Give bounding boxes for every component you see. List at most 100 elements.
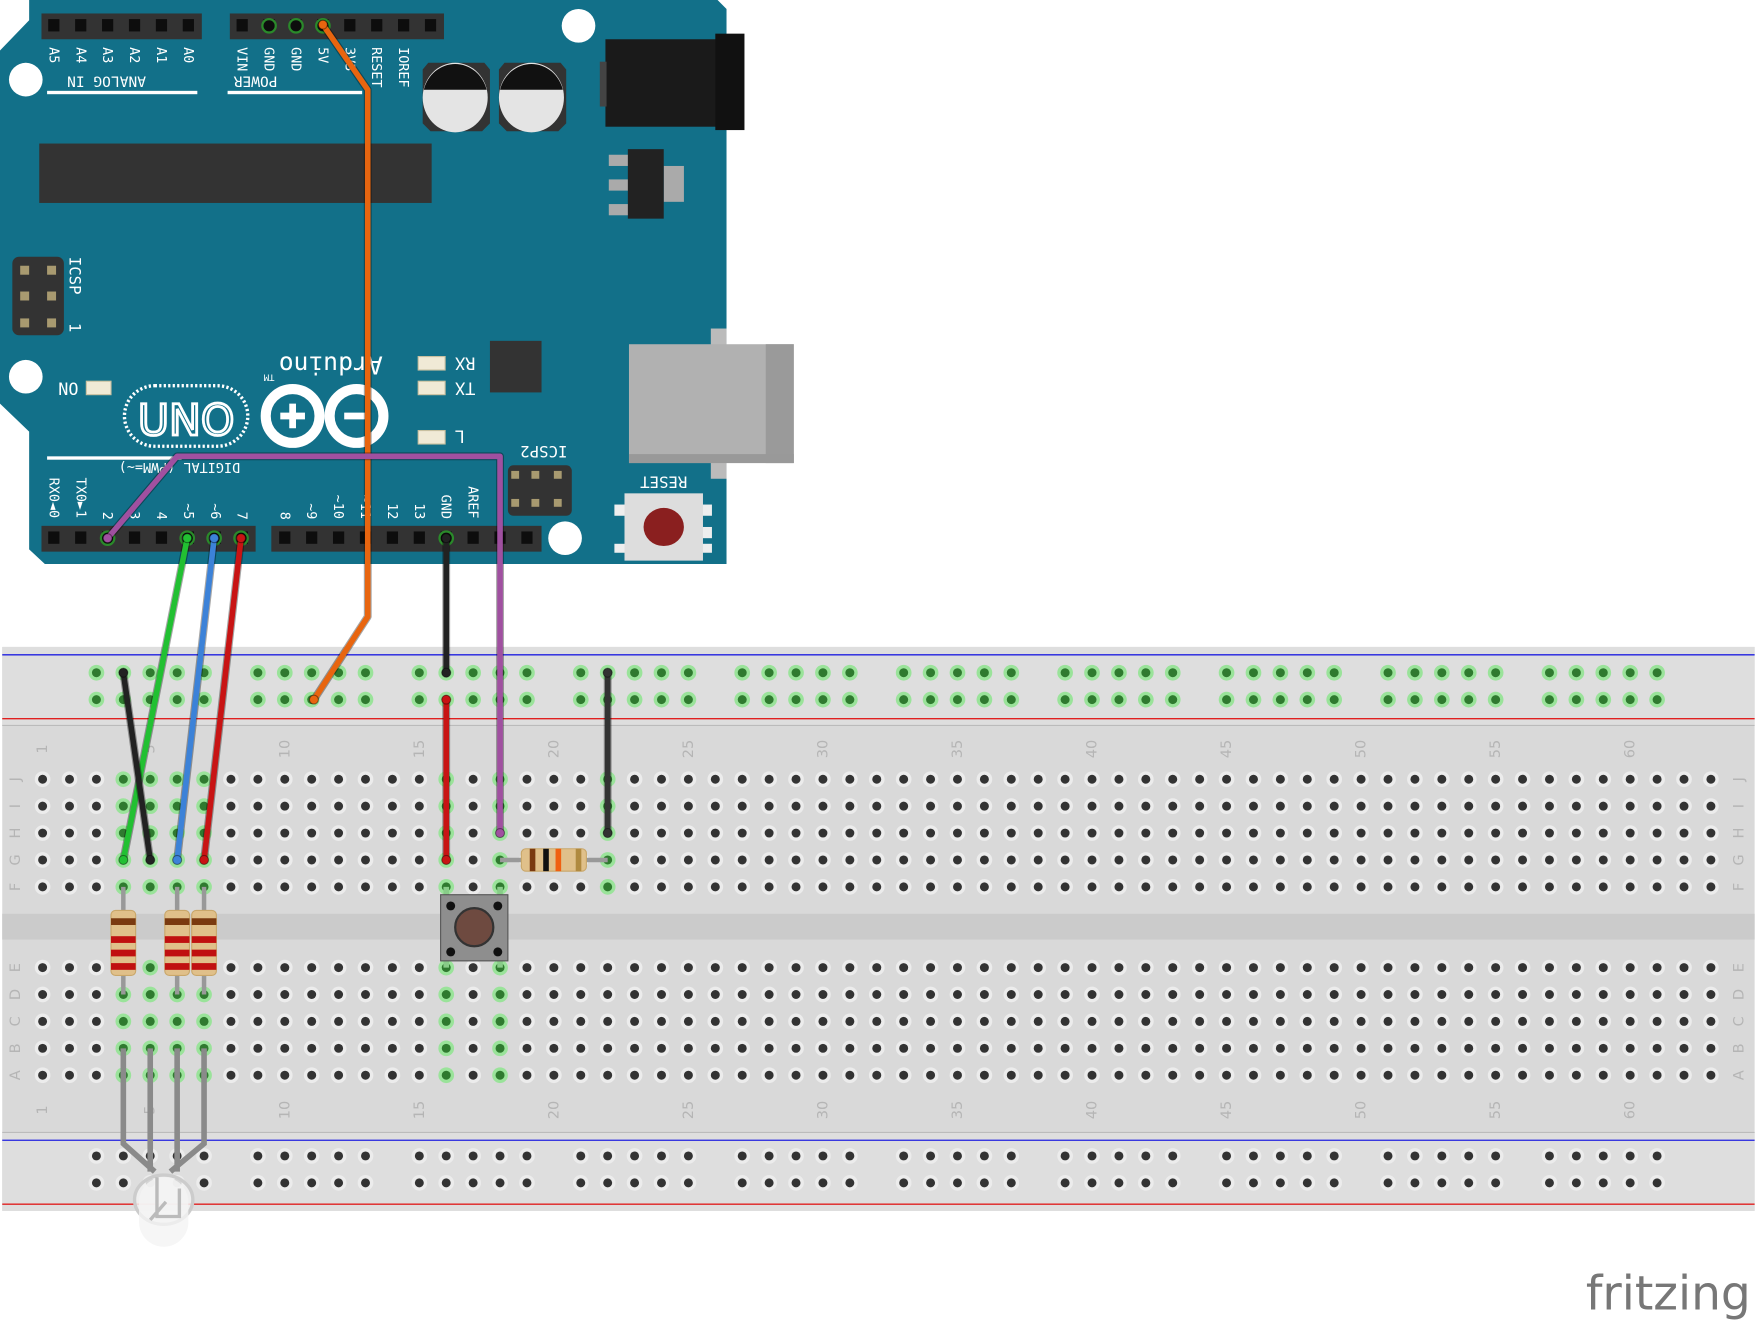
header-pin[interactable] [306, 531, 318, 544]
breadboard-hole-center [979, 1016, 989, 1026]
header-pin[interactable] [398, 19, 410, 32]
breadboard-hole-center [1033, 1016, 1043, 1026]
breadboard-hole-center [118, 774, 128, 784]
wire-pin5[interactable] [118, 533, 193, 866]
breadboard-hole-center [1410, 801, 1420, 811]
breadboard-hole-center [1302, 801, 1312, 811]
breadboard-hole-center [1329, 963, 1339, 973]
header-pin[interactable] [48, 19, 60, 32]
breadboard-hole-center [926, 963, 936, 973]
resistor[interactable] [164, 886, 191, 995]
wire-end[interactable] [317, 19, 328, 30]
breadboard-hole-center [522, 1016, 532, 1026]
header-pin[interactable] [155, 19, 168, 32]
header-pin[interactable] [371, 19, 383, 32]
wire-end[interactable] [494, 828, 506, 839]
push-button[interactable] [440, 886, 509, 968]
header-pin[interactable] [413, 531, 425, 544]
wire-end[interactable] [602, 667, 613, 678]
wire-end[interactable] [441, 667, 452, 678]
breadboard-hole-center [818, 990, 828, 999]
header-pin[interactable] [467, 531, 479, 544]
breadboard-hole-center [334, 882, 344, 892]
usb-b-port[interactable] [628, 328, 794, 479]
breadboard-hole-center [1060, 990, 1070, 999]
breadboard-hole-center [1302, 695, 1312, 705]
wire-end[interactable] [145, 854, 156, 866]
breadboard-hole-center [1652, 828, 1662, 838]
wire-pin2-to-button[interactable] [102, 452, 506, 839]
header-pin[interactable] [344, 19, 356, 32]
breadboard-hole-center [710, 774, 720, 784]
wire-pin6[interactable] [172, 533, 220, 866]
breadboard-hole-center [1222, 1016, 1232, 1026]
header-pin[interactable] [128, 19, 141, 32]
header-pin[interactable] [236, 19, 248, 32]
breadboard-hole-center [468, 695, 478, 705]
wire-end[interactable] [236, 533, 247, 544]
breadboard-hole-center [1625, 774, 1635, 784]
header-pin[interactable] [521, 531, 533, 544]
header-pin[interactable] [48, 531, 60, 544]
wire-rail-to-led-common[interactable] [118, 667, 156, 866]
header-pin[interactable] [75, 531, 87, 544]
breadboard-hole-center [952, 963, 962, 973]
breadboard-hole-center [683, 1016, 693, 1026]
resistor-band [164, 918, 190, 925]
header-pin[interactable] [75, 19, 87, 32]
breadboard-hole-center [172, 668, 182, 678]
wire-end[interactable] [172, 854, 183, 866]
breadboard-hole-center [1060, 1016, 1070, 1026]
wire-end[interactable] [118, 667, 129, 678]
breadboard-hole-center [1006, 990, 1016, 999]
wire-5v-to-rail[interactable] [308, 19, 372, 705]
breadboard-hole-center [1679, 828, 1689, 838]
wire-end[interactable] [441, 694, 452, 705]
breadboard-hole-center [1571, 855, 1581, 865]
wire-end[interactable] [441, 533, 452, 544]
wire-end[interactable] [102, 533, 113, 544]
reset-button[interactable] [614, 493, 712, 561]
breadboard-hole-center [1518, 828, 1528, 838]
breadboard-hole-center [630, 1178, 640, 1188]
wire-end[interactable] [308, 694, 319, 705]
header-pin[interactable] [182, 19, 194, 32]
breadboard-hole-center [1383, 1016, 1393, 1026]
wire-end[interactable] [118, 854, 129, 866]
wire-end[interactable] [602, 828, 613, 839]
resistor[interactable] [110, 886, 137, 995]
wire-end[interactable] [199, 854, 210, 866]
resistor[interactable] [191, 886, 217, 995]
header-pin[interactable] [128, 531, 141, 544]
column-number: 40 [1084, 740, 1101, 759]
breadboard-hole-center [1464, 1151, 1474, 1161]
pulldown-resistor[interactable] [500, 848, 608, 872]
wire-rail-to-button[interactable] [441, 694, 452, 866]
wire-rail-to-pulldown[interactable] [602, 667, 613, 839]
wire-end[interactable] [182, 533, 193, 544]
breadboard-hole-center [549, 1043, 559, 1053]
breadboard-hole-center [38, 882, 48, 892]
breadboard-hole-center [1033, 963, 1043, 973]
digital-pin-label: 8 [276, 512, 291, 520]
wire-end[interactable] [209, 533, 220, 544]
column-number: 25 [680, 1101, 697, 1120]
header-pin[interactable] [290, 19, 302, 32]
breadboard-hole-center [118, 801, 128, 811]
breadboard-hole-center [657, 1070, 666, 1080]
header-pin[interactable] [386, 531, 399, 544]
wire-pin7[interactable] [199, 533, 247, 866]
breadboard-hole-center [926, 1016, 936, 1026]
header-pin[interactable] [102, 19, 114, 32]
rgb-led[interactable] [120, 1048, 207, 1247]
header-pin[interactable] [279, 531, 291, 544]
column-number: 55 [1487, 740, 1504, 759]
wire-end[interactable] [441, 854, 452, 866]
header-pin[interactable] [424, 19, 437, 32]
header-pin[interactable] [155, 531, 168, 544]
header-pin[interactable] [263, 19, 275, 32]
wire-gnd-to-rail[interactable] [441, 533, 452, 678]
header-pin[interactable] [332, 531, 345, 544]
